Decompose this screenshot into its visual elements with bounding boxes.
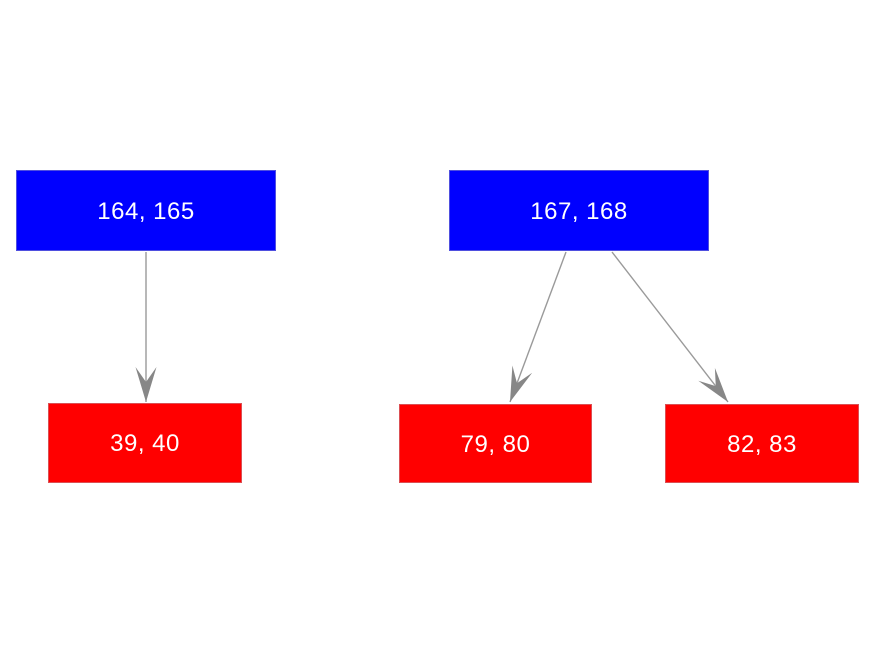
node-79-80: 79, 80 bbox=[399, 404, 592, 483]
node-39-40: 39, 40 bbox=[48, 403, 242, 483]
node-82-83: 82, 83 bbox=[665, 404, 859, 483]
edge-line bbox=[611, 251, 729, 403]
node-label: 164, 165 bbox=[97, 197, 195, 225]
node-164-165: 164, 165 bbox=[16, 170, 276, 251]
node-label: 82, 83 bbox=[727, 430, 797, 458]
node-label: 167, 168 bbox=[530, 197, 628, 225]
edges-group bbox=[135, 251, 729, 403]
node-167-168: 167, 168 bbox=[449, 170, 709, 251]
edge-line bbox=[509, 251, 567, 403]
node-label: 39, 40 bbox=[110, 430, 180, 457]
node-label: 79, 80 bbox=[460, 430, 531, 458]
